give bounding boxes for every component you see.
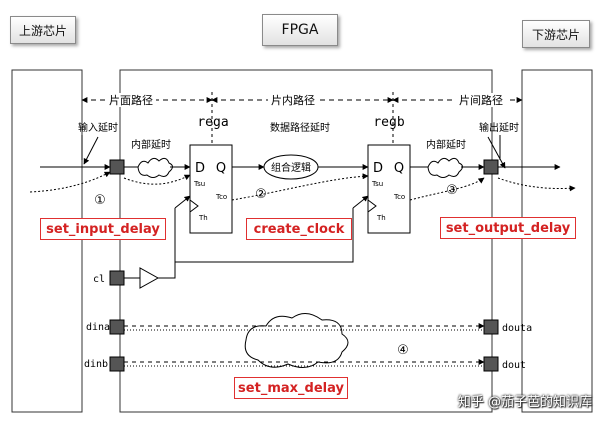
- internal-delay-in-cloud: [137, 157, 173, 178]
- regb-tco: Tco: [393, 193, 405, 201]
- rega-label: rega: [197, 115, 228, 130]
- path-1b-curve: [123, 174, 191, 185]
- doutb-label: dout: [502, 360, 526, 371]
- path-label-out: 片间路径: [459, 94, 503, 107]
- create-clock-tag: create_clock: [246, 218, 352, 240]
- data-path-delay-label: 数据路径延时: [270, 121, 330, 134]
- dinb-label: dinb: [84, 359, 108, 370]
- internal-delay-in-label: 内部延时: [131, 138, 171, 151]
- regb-tsu: Tsu: [371, 180, 383, 188]
- marker-1: ①: [94, 193, 106, 208]
- input-delay-label: 输入延时: [78, 121, 118, 134]
- regb-label: regb: [373, 115, 404, 130]
- dina-port-pad: [109, 319, 125, 335]
- set-max-delay-tag: set_max_delay: [234, 377, 348, 399]
- clock-to-regb: [175, 208, 354, 263]
- watermark: 知乎 @茄子芭的知识库: [457, 395, 592, 410]
- output-delay-label: 输出延时: [479, 121, 519, 134]
- path-3b-curve: [497, 177, 576, 192]
- clock-buffer: [139, 267, 160, 289]
- regb-clock-symbol: [367, 199, 377, 213]
- regb-d: D: [373, 161, 383, 176]
- fpga-box: [119, 69, 493, 413]
- fpga-header: FPGA: [262, 14, 338, 46]
- regb-box: [367, 144, 411, 234]
- downstream-chip-box: [521, 69, 593, 413]
- rega-clock-symbol: [189, 199, 199, 213]
- marker-4: ④: [397, 343, 409, 358]
- downstream-chip-header: 下游芯片: [522, 20, 590, 48]
- path-3-curve: [409, 177, 485, 201]
- rega-box: [189, 144, 233, 234]
- comb-logic-label: 组合逻辑: [271, 161, 311, 174]
- comb-cloud: [244, 313, 349, 368]
- dina-label: dina: [86, 322, 110, 333]
- rega-th: Th: [198, 214, 208, 222]
- path-label-in: 片面路径: [109, 94, 153, 107]
- clock-port-label: cl: [93, 274, 105, 285]
- regb-th: Th: [376, 214, 386, 222]
- internal-delay-out-cloud: [427, 157, 463, 178]
- output-port-pad: [483, 159, 499, 175]
- marker-2: ②: [255, 187, 267, 202]
- regb-clock-arrow: [352, 195, 369, 209]
- rega-tco: Tco: [215, 193, 227, 201]
- clock-to-rega: [158, 208, 176, 279]
- upstream-chip-header: 上游芯片: [10, 16, 76, 44]
- rega-d: D: [195, 161, 205, 176]
- internal-delay-out-label: 内部延时: [426, 138, 466, 151]
- douta-label: douta: [502, 323, 532, 334]
- input-port-pad: [109, 159, 125, 175]
- rega-clock-arrow: [174, 195, 191, 209]
- path-2-curve: [231, 173, 369, 201]
- douta-port-pad: [483, 319, 499, 335]
- dinb-port-pad: [109, 356, 125, 372]
- doutb-port-pad: [483, 356, 499, 372]
- rega-q: Q: [216, 161, 226, 176]
- output-delay-pointer: [487, 136, 506, 169]
- path-1-curve: [29, 171, 111, 193]
- clock-port-pad: [109, 270, 125, 286]
- set-output-delay-tag: set_output_delay: [440, 217, 576, 239]
- rega-tsu: Tsu: [193, 180, 205, 188]
- set-input-delay-tag: set_input_delay: [40, 218, 166, 240]
- upstream-chip-box: [11, 69, 83, 413]
- path-label-chip: 片内路径: [271, 93, 315, 107]
- regb-q: Q: [394, 161, 404, 176]
- marker-3: ③: [446, 183, 458, 198]
- input-delay-pointer: [83, 136, 99, 165]
